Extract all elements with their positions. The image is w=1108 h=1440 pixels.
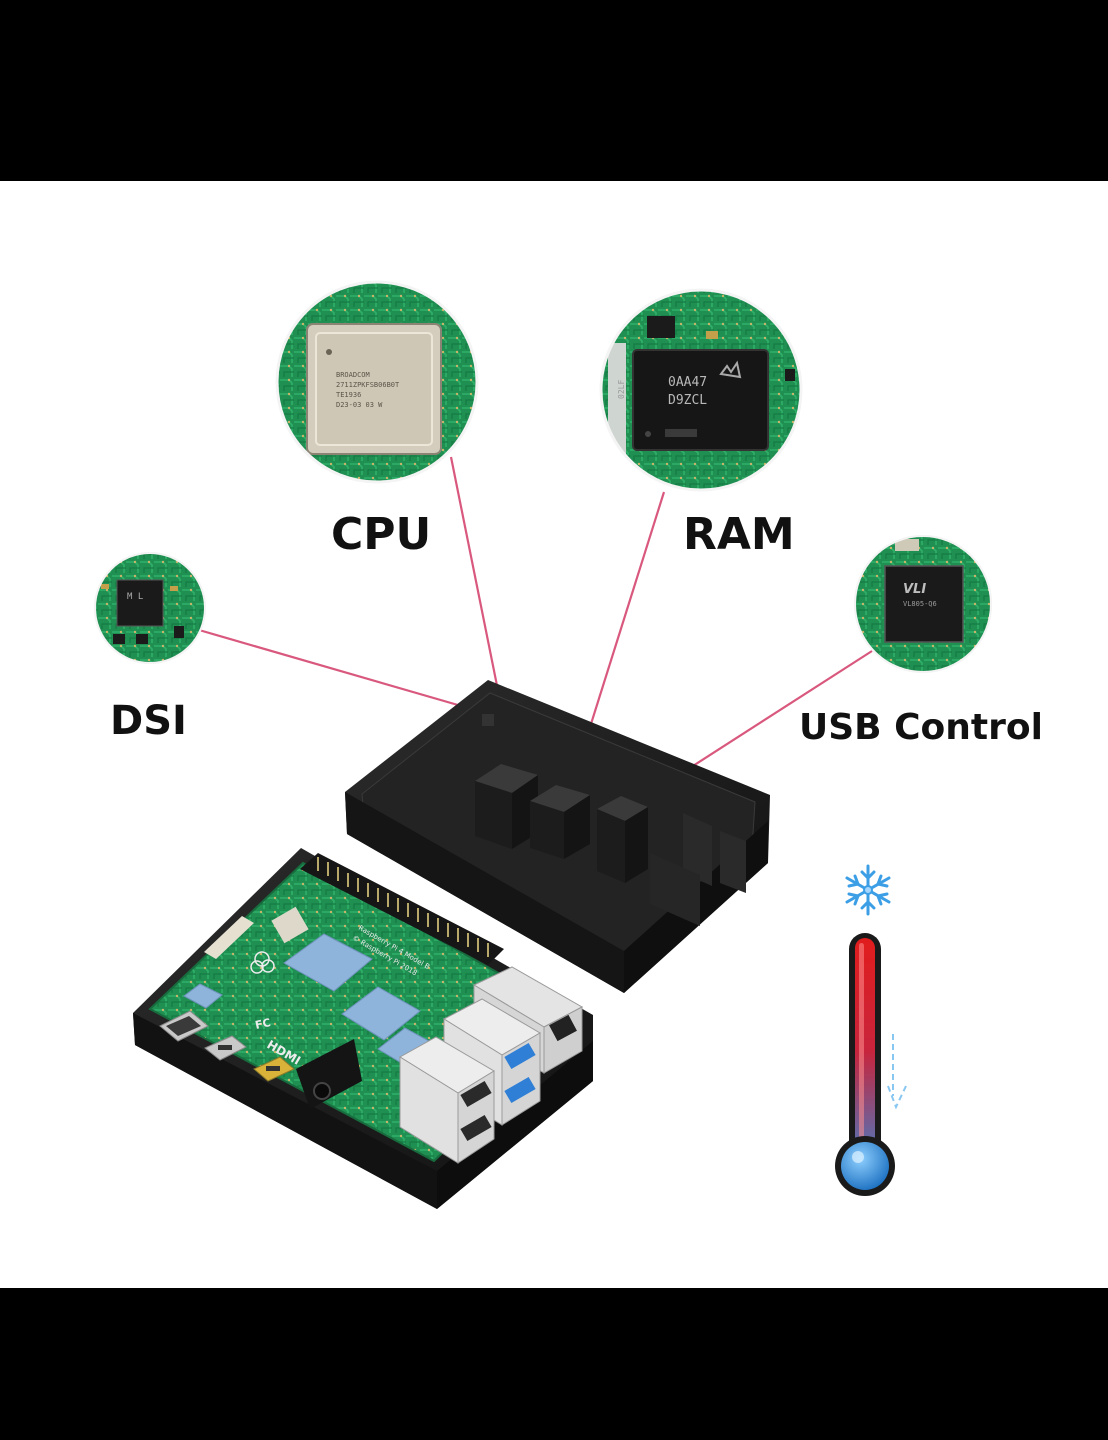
ram-chip (632, 349, 769, 451)
dsi-closeup: M L (94, 552, 206, 664)
ram-cooling-block (530, 785, 590, 859)
audio-jack (296, 1039, 362, 1109)
micro-hdmi-port-1 (204, 1035, 247, 1061)
cpu-cooling-block (475, 764, 538, 849)
case-lid (345, 680, 770, 993)
dsi-chip (116, 579, 164, 627)
cpu-chip-text-3: TE1936 (336, 391, 361, 399)
pmic-thermal-pad (183, 983, 223, 1009)
usb2-ports (399, 1036, 495, 1164)
micro-hdmi-port-2 (253, 1056, 295, 1082)
cooling-arrow-icon (887, 1034, 907, 1110)
dsi-chip-text: M L (127, 592, 143, 602)
usb-control-label: USB Control (799, 707, 1043, 748)
cpu-chip-text-2: 2711ZPKFSB06B0T (336, 381, 400, 389)
dsi-label: DSI (110, 698, 187, 744)
ram-chip-text-1: 0AA47 (668, 375, 707, 390)
usb-c-power-port (159, 1010, 209, 1042)
cpu-chip-text-1: BROADCOM (336, 371, 370, 379)
ram-logo-icon (719, 360, 742, 379)
letterbox-top (0, 0, 1108, 181)
snowflake-icon (845, 864, 891, 916)
ram-closeup: 0AA47 D9ZCL 02LF (599, 288, 803, 492)
dsi-callout-line (198, 628, 490, 716)
product-scene: BROADCOM 2711ZPKFSB06B0T TE1936 D23-03 0… (94, 280, 992, 1209)
ram-thermal-pad (341, 986, 421, 1041)
ram-chip-text-2: D9ZCL (668, 393, 707, 408)
usb-closeup: VLI VL805-Q6 (854, 535, 992, 673)
usb-chip-brand: VLI (903, 582, 926, 597)
ram-label: RAM (683, 509, 795, 560)
usb-chip (884, 565, 964, 643)
product-image: BROADCOM 2711ZPKFSB06B0T TE1936 D23-03 0… (0, 181, 1108, 1288)
raspberry-pi-logo-icon (250, 951, 275, 974)
usb-cooling-block (597, 796, 648, 883)
cpu-chip-text-4: D23-03 03 W (336, 401, 383, 409)
gpio-header (300, 853, 504, 965)
thermometer-icon (835, 933, 907, 1196)
cpu-closeup: BROADCOM 2711ZPKFSB06B0T TE1936 D23-03 0… (275, 280, 479, 484)
ram-chip-side-mark: 02LF (617, 380, 626, 399)
usb-chip-text: VL805-Q6 (903, 600, 937, 608)
fcc-mark: FC (254, 1016, 272, 1032)
letterbox-bottom (0, 1288, 1108, 1440)
case-base: Raspberry Pi 4 Model B © Raspberry Pi 20… (133, 848, 593, 1209)
cpu-label: CPU (331, 509, 432, 560)
cpu-thermal-pad (283, 933, 373, 992)
